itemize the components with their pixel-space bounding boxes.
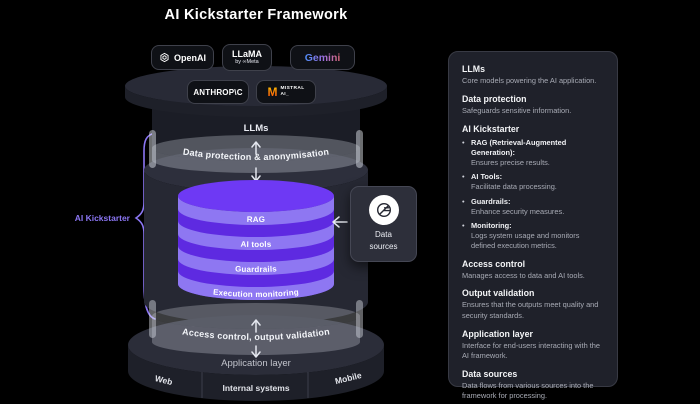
- disc-execution-monitoring: [178, 271, 334, 300]
- panel-section-llms: LLMs Core models powering the AI applica…: [462, 64, 604, 86]
- mistral-logo-text: MISTRAL: [280, 86, 305, 92]
- ai-kickstarter-stack: RAG AI tools Guardrails Execution monito…: [178, 180, 334, 300]
- section-heading: Access control: [462, 258, 526, 269]
- data-sources-icon: [368, 195, 399, 225]
- data-sources-box: Data sources: [350, 186, 417, 262]
- disc-rag: [178, 196, 334, 225]
- section-body: Ensures that the outputs meet quality an…: [462, 300, 599, 320]
- openai-logo-icon: [160, 52, 169, 63]
- disc-ai-tools: [178, 221, 334, 250]
- bullet-term: Guardrails:: [471, 196, 511, 206]
- panel-section-output-validation: Output validation Ensures that the outpu…: [462, 288, 604, 321]
- bullet-desc: Logs system usage and monitors defined e…: [471, 231, 580, 251]
- rim-internal-systems-label: Internal systems: [222, 383, 289, 393]
- bullet-term: AI Tools:: [471, 172, 503, 182]
- section-body: Data flows from various sources into the…: [462, 380, 594, 401]
- bullet-desc: Enhance security measures.: [471, 206, 565, 216]
- llama-logo-chip: LLaMA by ∞Meta: [222, 44, 272, 71]
- section-heading: Application layer: [462, 328, 533, 339]
- rim-web-label: Web: [154, 373, 174, 387]
- section-heading: Output validation: [462, 288, 535, 299]
- llms-label: LLMs: [244, 123, 269, 134]
- data-sources-label-line1: Data: [375, 230, 392, 239]
- section-body: Safeguards sensitive information.: [462, 105, 572, 115]
- bullet-term: RAG (Retrieval-Augmented Generation):: [471, 137, 567, 157]
- section-heading: LLMs: [462, 64, 485, 74]
- panel-section-data-sources: Data sources Data flows from various sou…: [462, 369, 604, 402]
- openai-logo-text: OpenAI: [173, 52, 206, 63]
- section-heading: Data protection: [462, 93, 527, 104]
- anthropic-logo-chip: ANTHROP\C: [187, 80, 249, 104]
- panel-section-ai-kickstarter: AI Kickstarter RAG (Retrieval-Augmented …: [462, 124, 604, 251]
- data-protection-band: Data protection & anonymisation: [149, 130, 363, 182]
- rim-dividers: [201, 372, 309, 398]
- bullet-term: Monitoring:: [471, 221, 512, 231]
- disc-guardrails: [178, 246, 334, 275]
- data-sources-label-line2: sources: [369, 242, 398, 252]
- ai-kickstarter-bullet-list: RAG (Retrieval-Augmented Generation): En…: [462, 138, 604, 251]
- section-body: Core models powering the AI application.: [462, 76, 597, 85]
- access-control-band: Access control, output validation: [149, 300, 363, 358]
- llama-logo-text: LLaMA: [232, 48, 262, 59]
- list-item: Guardrails: Enhance security measures.: [462, 197, 604, 217]
- data-flow-left-arrow-icon: [332, 216, 348, 228]
- brace-label: AI Kickstarter: [75, 213, 131, 223]
- panel-section-data-protection: Data protection Safeguards sensitive inf…: [462, 94, 604, 116]
- rag-label: RAG: [247, 215, 265, 224]
- panel-section-application-layer: Application layer Interface for end-user…: [462, 329, 604, 362]
- gemini-logo-text: Gemini: [304, 51, 341, 64]
- bullet-desc: Ensures precise results.: [471, 157, 550, 167]
- bottom-platter: Web Internal systems Mobile: [128, 315, 384, 401]
- ai-tools-label: AI tools: [240, 240, 271, 249]
- bullet-desc: Facilitate data processing.: [471, 182, 557, 192]
- list-item: Monitoring: Logs system usage and monito…: [462, 221, 604, 251]
- info-panel: LLMs Core models powering the AI applica…: [448, 51, 618, 400]
- list-item: RAG (Retrieval-Augmented Generation): En…: [462, 138, 604, 168]
- mistral-logo-icon: M: [267, 85, 278, 99]
- mistral-logo-chip: M MISTRAL AI_: [256, 80, 316, 104]
- section-heading: Data sources: [462, 368, 518, 379]
- guardrails-label: Guardrails: [235, 264, 278, 274]
- list-item: AI Tools: Facilitate data processing.: [462, 172, 604, 192]
- mistral-logo-text2: AI_: [280, 92, 290, 97]
- page-title: AI Kickstarter Framework: [164, 7, 348, 23]
- section-body: Manages access to data and AI tools.: [462, 270, 585, 280]
- openai-logo-chip: OpenAI: [151, 45, 214, 70]
- anthropic-logo-text: ANTHROP\C: [193, 87, 243, 97]
- execution-monitoring-label: Execution monitoring: [213, 288, 300, 299]
- arrow-up-icon: [251, 319, 261, 333]
- panel-section-access-control: Access control Manages access to data an…: [462, 259, 604, 281]
- arrow-up-icon: [251, 141, 261, 155]
- arrow-down-icon: [251, 345, 261, 358]
- gemini-logo-chip: Gemini: [290, 45, 355, 70]
- meta-logo-text: by ∞Meta: [235, 58, 259, 65]
- section-body: Interface for end-users interacting with…: [462, 340, 601, 360]
- section-heading: AI Kickstarter: [462, 123, 520, 134]
- application-layer-label: Application layer: [221, 358, 291, 369]
